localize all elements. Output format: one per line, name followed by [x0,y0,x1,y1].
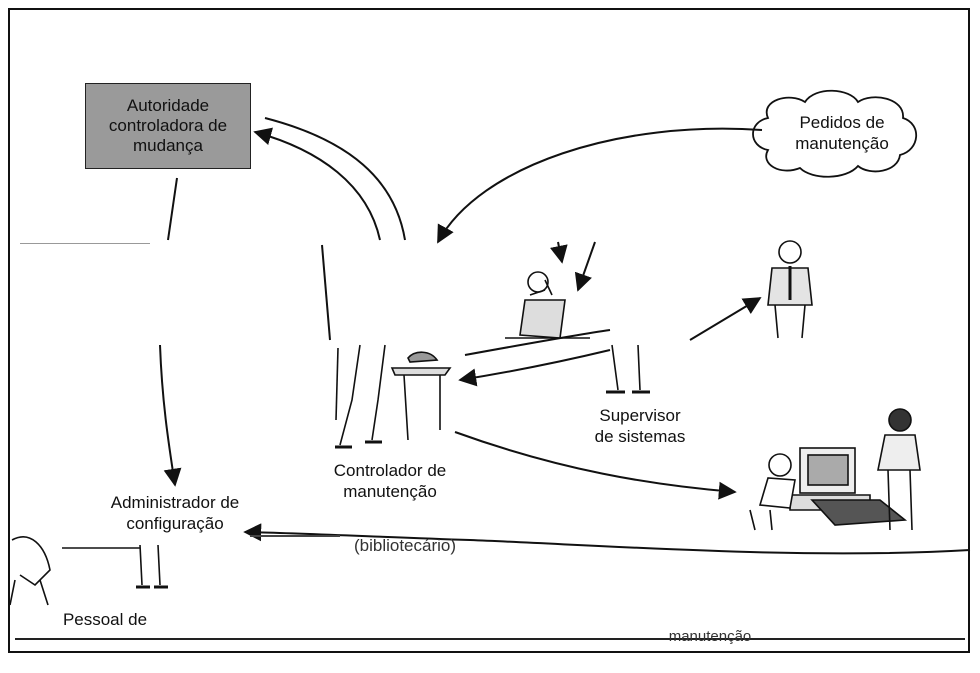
supervisor-label: Supervisor de sistemas [594,406,686,446]
scan-line-middle [250,535,340,537]
programmers-figure [749,408,921,531]
staff-figures [9,536,168,606]
staff-label: Pessoal de [62,610,148,629]
arrow-to-supervisor [689,297,762,341]
arrow-from-supervisor-a [464,329,611,356]
arrow-supervisor-down [574,241,596,292]
scan-line-top [20,243,150,244]
arrow-from-supervisor-b [458,349,611,387]
controller-figure [335,344,452,449]
caller-figure [505,271,590,339]
controller-label: Controlador de manutenção [333,461,447,501]
arrow-programmers-to-config [243,523,971,555]
arrow-controller-to-programmers [454,431,737,500]
arrow-controller-to-authority [253,127,381,241]
requests-label: Pedidos de manutenção [795,113,889,153]
arrow-caller-down [549,241,568,264]
arrow-authority-to-controller [264,117,406,241]
arrow-to-config-admin [159,344,182,487]
config-admin-label: Administrador de configuração [110,493,240,533]
change-authority-label: Autoridade controladora de mudança [108,96,228,155]
diagram-frame [8,8,970,653]
supervisor-figure [606,240,813,394]
bottom-fragment-label: manutenção [668,628,752,645]
change-authority-box: Autoridade controladora de mudança [85,83,251,169]
librarian-label: (bibliotecário) [353,536,457,555]
requests-cloud [752,89,918,178]
scan-line-bottom [15,638,965,640]
line-authority-down [167,177,178,241]
line-controller-left [321,244,331,341]
arrow-requests-to-controller [437,127,763,244]
